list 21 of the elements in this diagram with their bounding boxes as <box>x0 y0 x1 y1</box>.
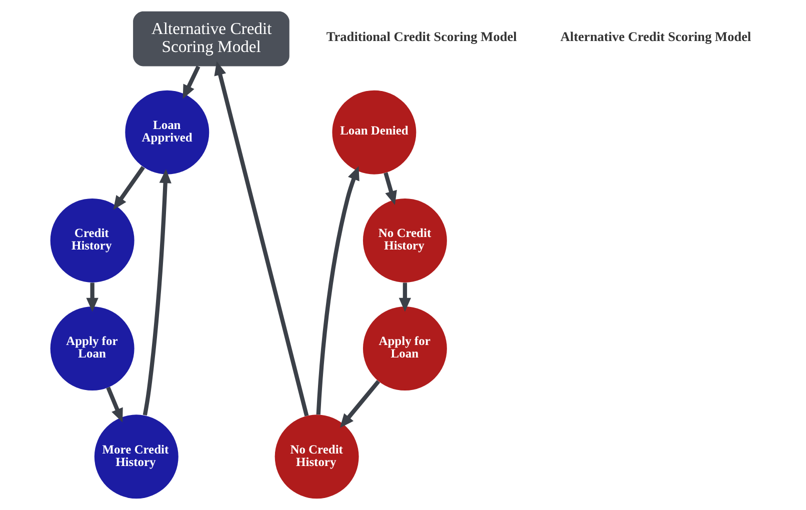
arrow <box>398 282 411 312</box>
arrow <box>339 380 380 428</box>
node-circle: No Credit History <box>274 414 358 499</box>
node-circle: More Credit History <box>94 414 178 499</box>
label: Traditional Credit Scoring Model <box>326 29 516 44</box>
node-circle: Apply for Loan <box>50 306 134 391</box>
arrow <box>316 166 359 415</box>
node-circle: No Credit History <box>362 198 446 282</box>
label: Alternative Credit Scoring Model <box>560 29 751 44</box>
arrow <box>86 282 98 312</box>
arrow <box>142 169 171 416</box>
arrow <box>383 172 396 205</box>
node-box: Alternative Credit Scoring Model <box>132 11 289 66</box>
node-circle: Apply for Loan <box>362 306 446 391</box>
node-circle: Loan Apprived <box>124 90 209 174</box>
arrow <box>112 166 144 210</box>
arrow <box>106 386 122 422</box>
node-circle: Loan Denied <box>332 90 416 174</box>
arrow <box>182 66 200 99</box>
arrow <box>214 61 308 416</box>
node-circle: Credit History <box>50 198 134 282</box>
